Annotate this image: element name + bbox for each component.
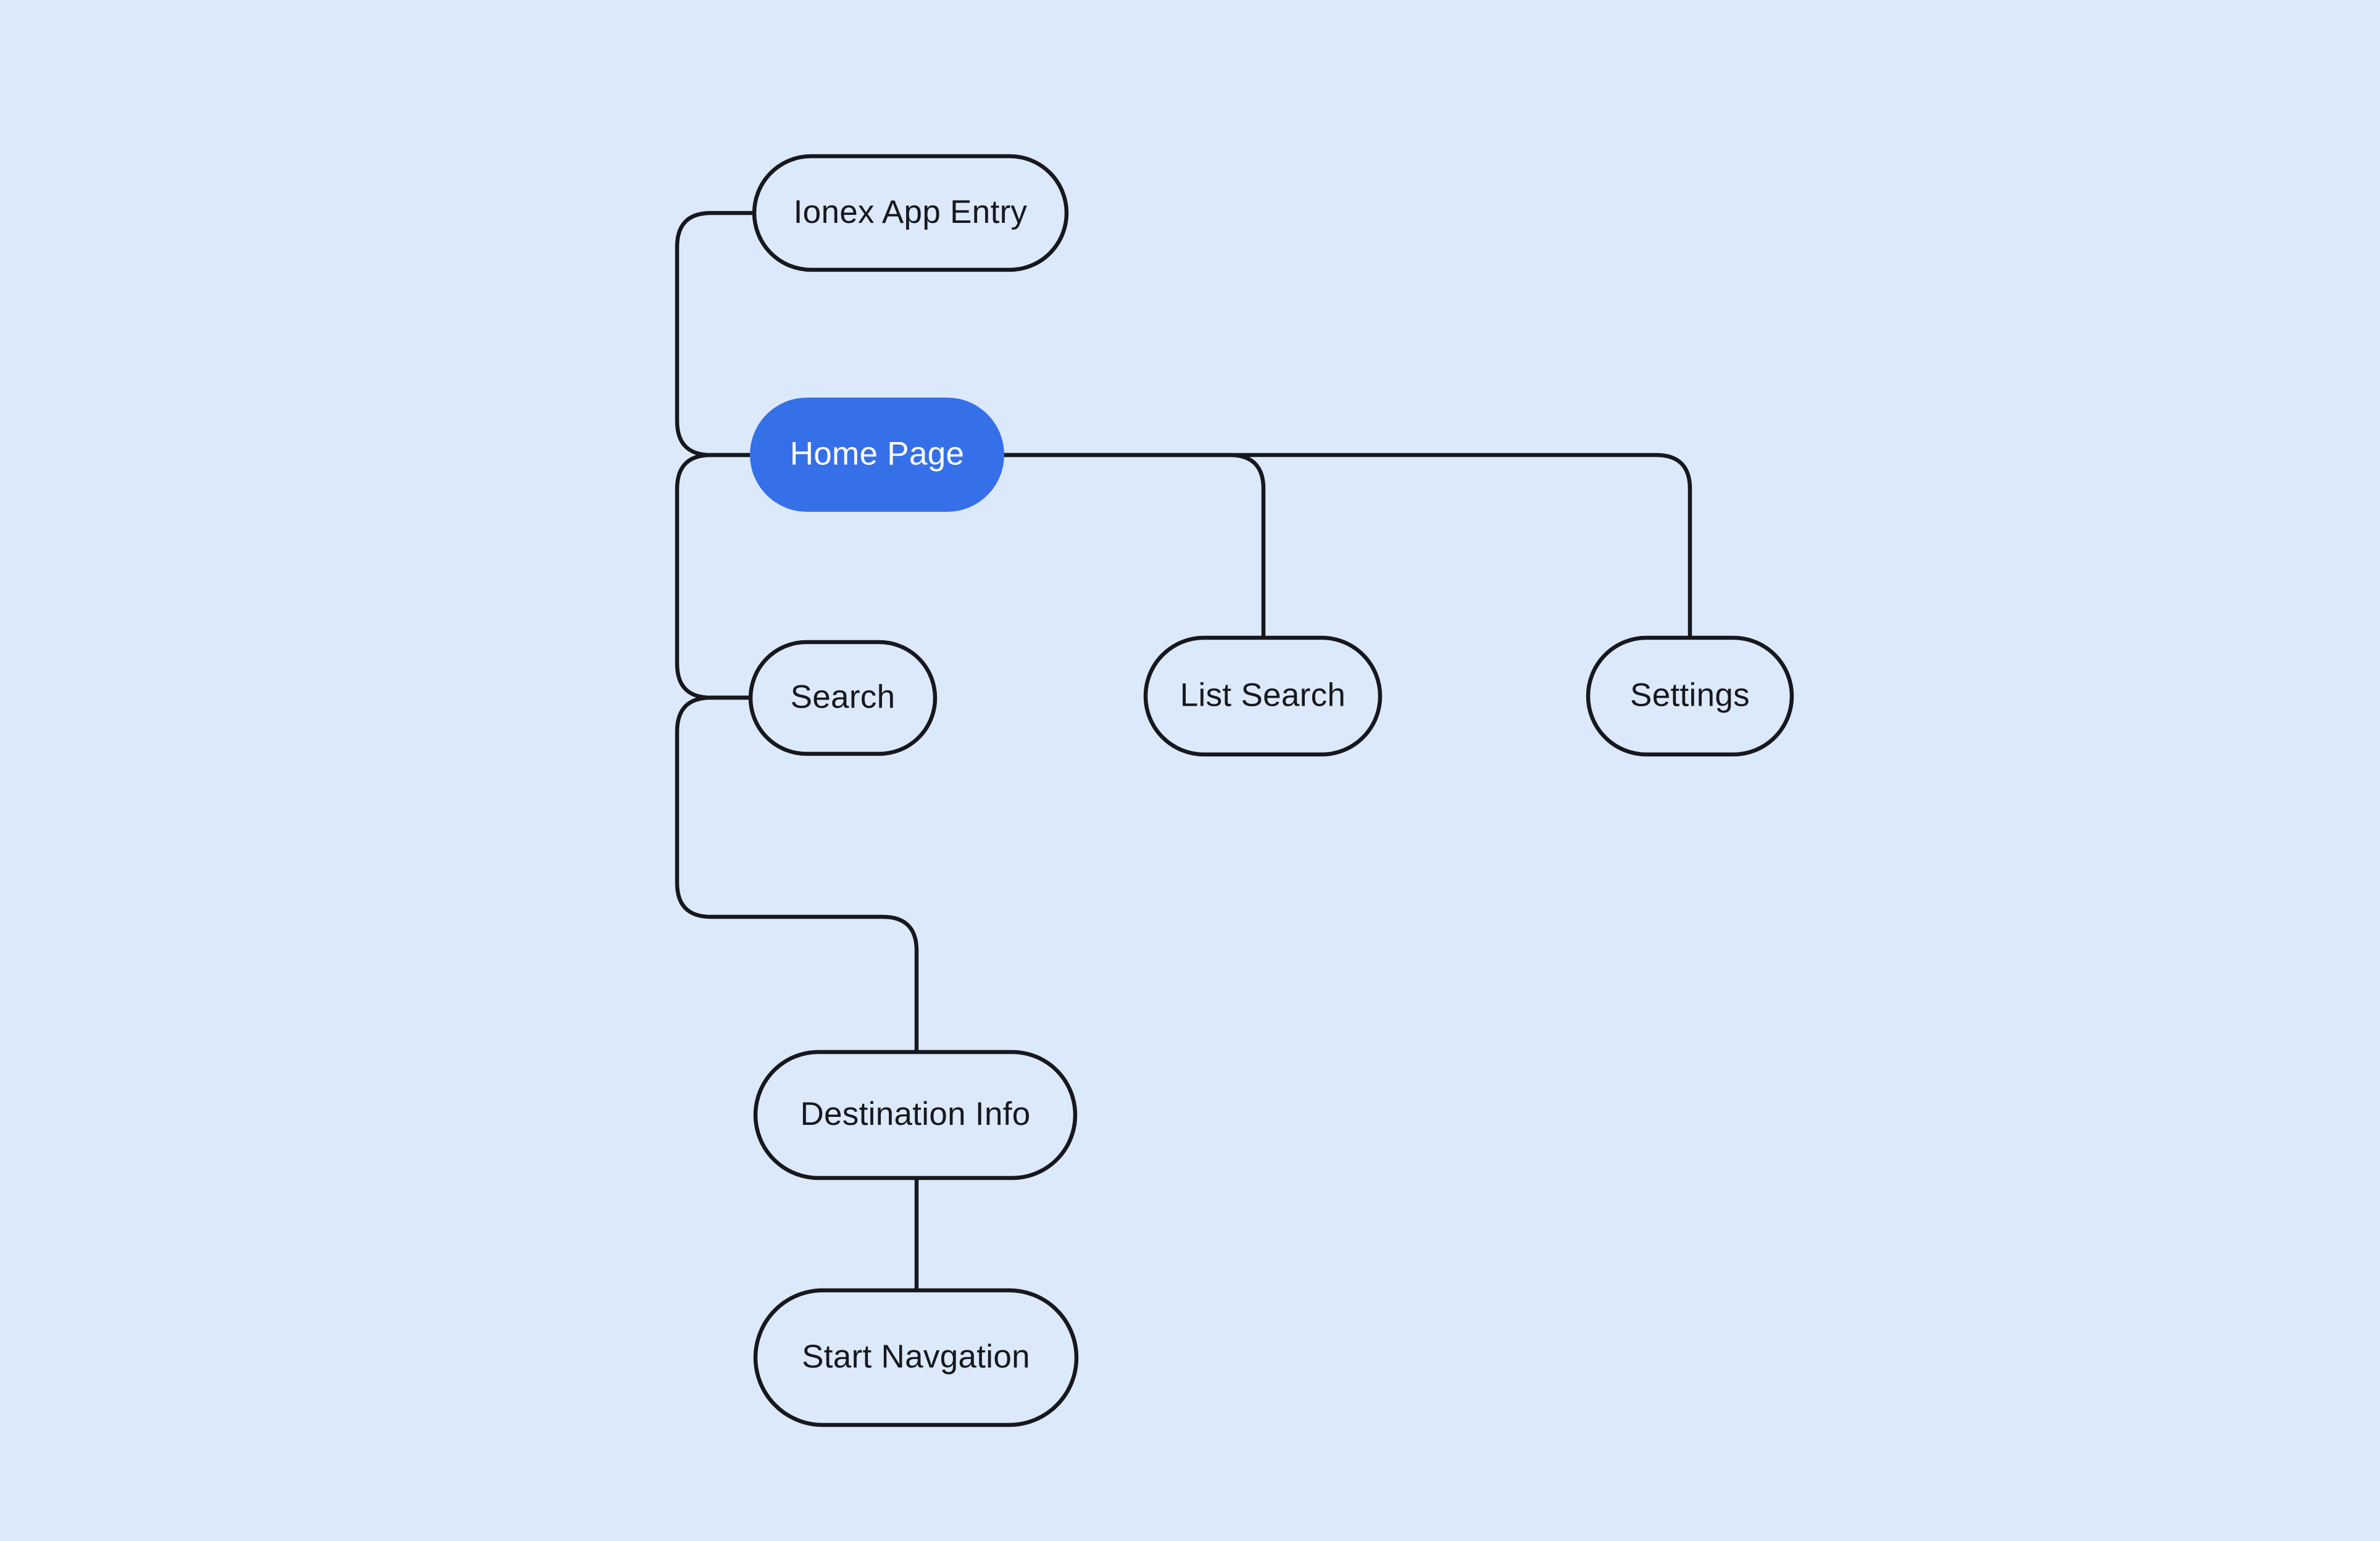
node-home-page[interactable]: Home Page [750,398,1004,512]
node-label-home-page: Home Page [790,436,965,472]
node-ionex-app-entry[interactable]: Ionex App Entry [752,154,1069,272]
node-label-settings: Settings [1630,677,1750,714]
edge-home-page-to-settings [1004,453,1692,638]
node-label-ionex-app-entry: Ionex App Entry [794,194,1028,230]
node-label-destination-info: Destination Info [800,1096,1030,1132]
node-destination-info[interactable]: Destination Info [753,1050,1078,1180]
edges-layer [675,211,1692,1290]
node-shape-ionex-app-entry[interactable] [752,154,1069,272]
node-shape-settings[interactable] [1586,635,1794,757]
node-label-start-navgation: Start Navgation [802,1338,1030,1375]
edge-home-page-to-search [675,453,751,700]
node-start-navgation[interactable]: Start Navgation [753,1288,1079,1427]
node-settings[interactable]: Settings [1586,635,1794,757]
node-shape-list-search[interactable] [1143,635,1383,757]
node-list-search[interactable]: List Search [1143,635,1383,757]
node-shape-search[interactable] [748,640,938,756]
node-shape-home-page[interactable] [750,398,1004,512]
node-label-search: Search [791,679,896,716]
edge-ionex-app-entry-to-home-page [675,211,754,457]
node-search[interactable]: Search [748,640,938,756]
node-shape-destination-info[interactable] [753,1050,1078,1180]
node-shape-start-navgation[interactable] [753,1288,1079,1427]
edge-search-to-destination-info [675,695,919,1052]
node-label-list-search: List Search [1180,677,1346,714]
edge-home-page-to-list-search [1004,453,1266,638]
